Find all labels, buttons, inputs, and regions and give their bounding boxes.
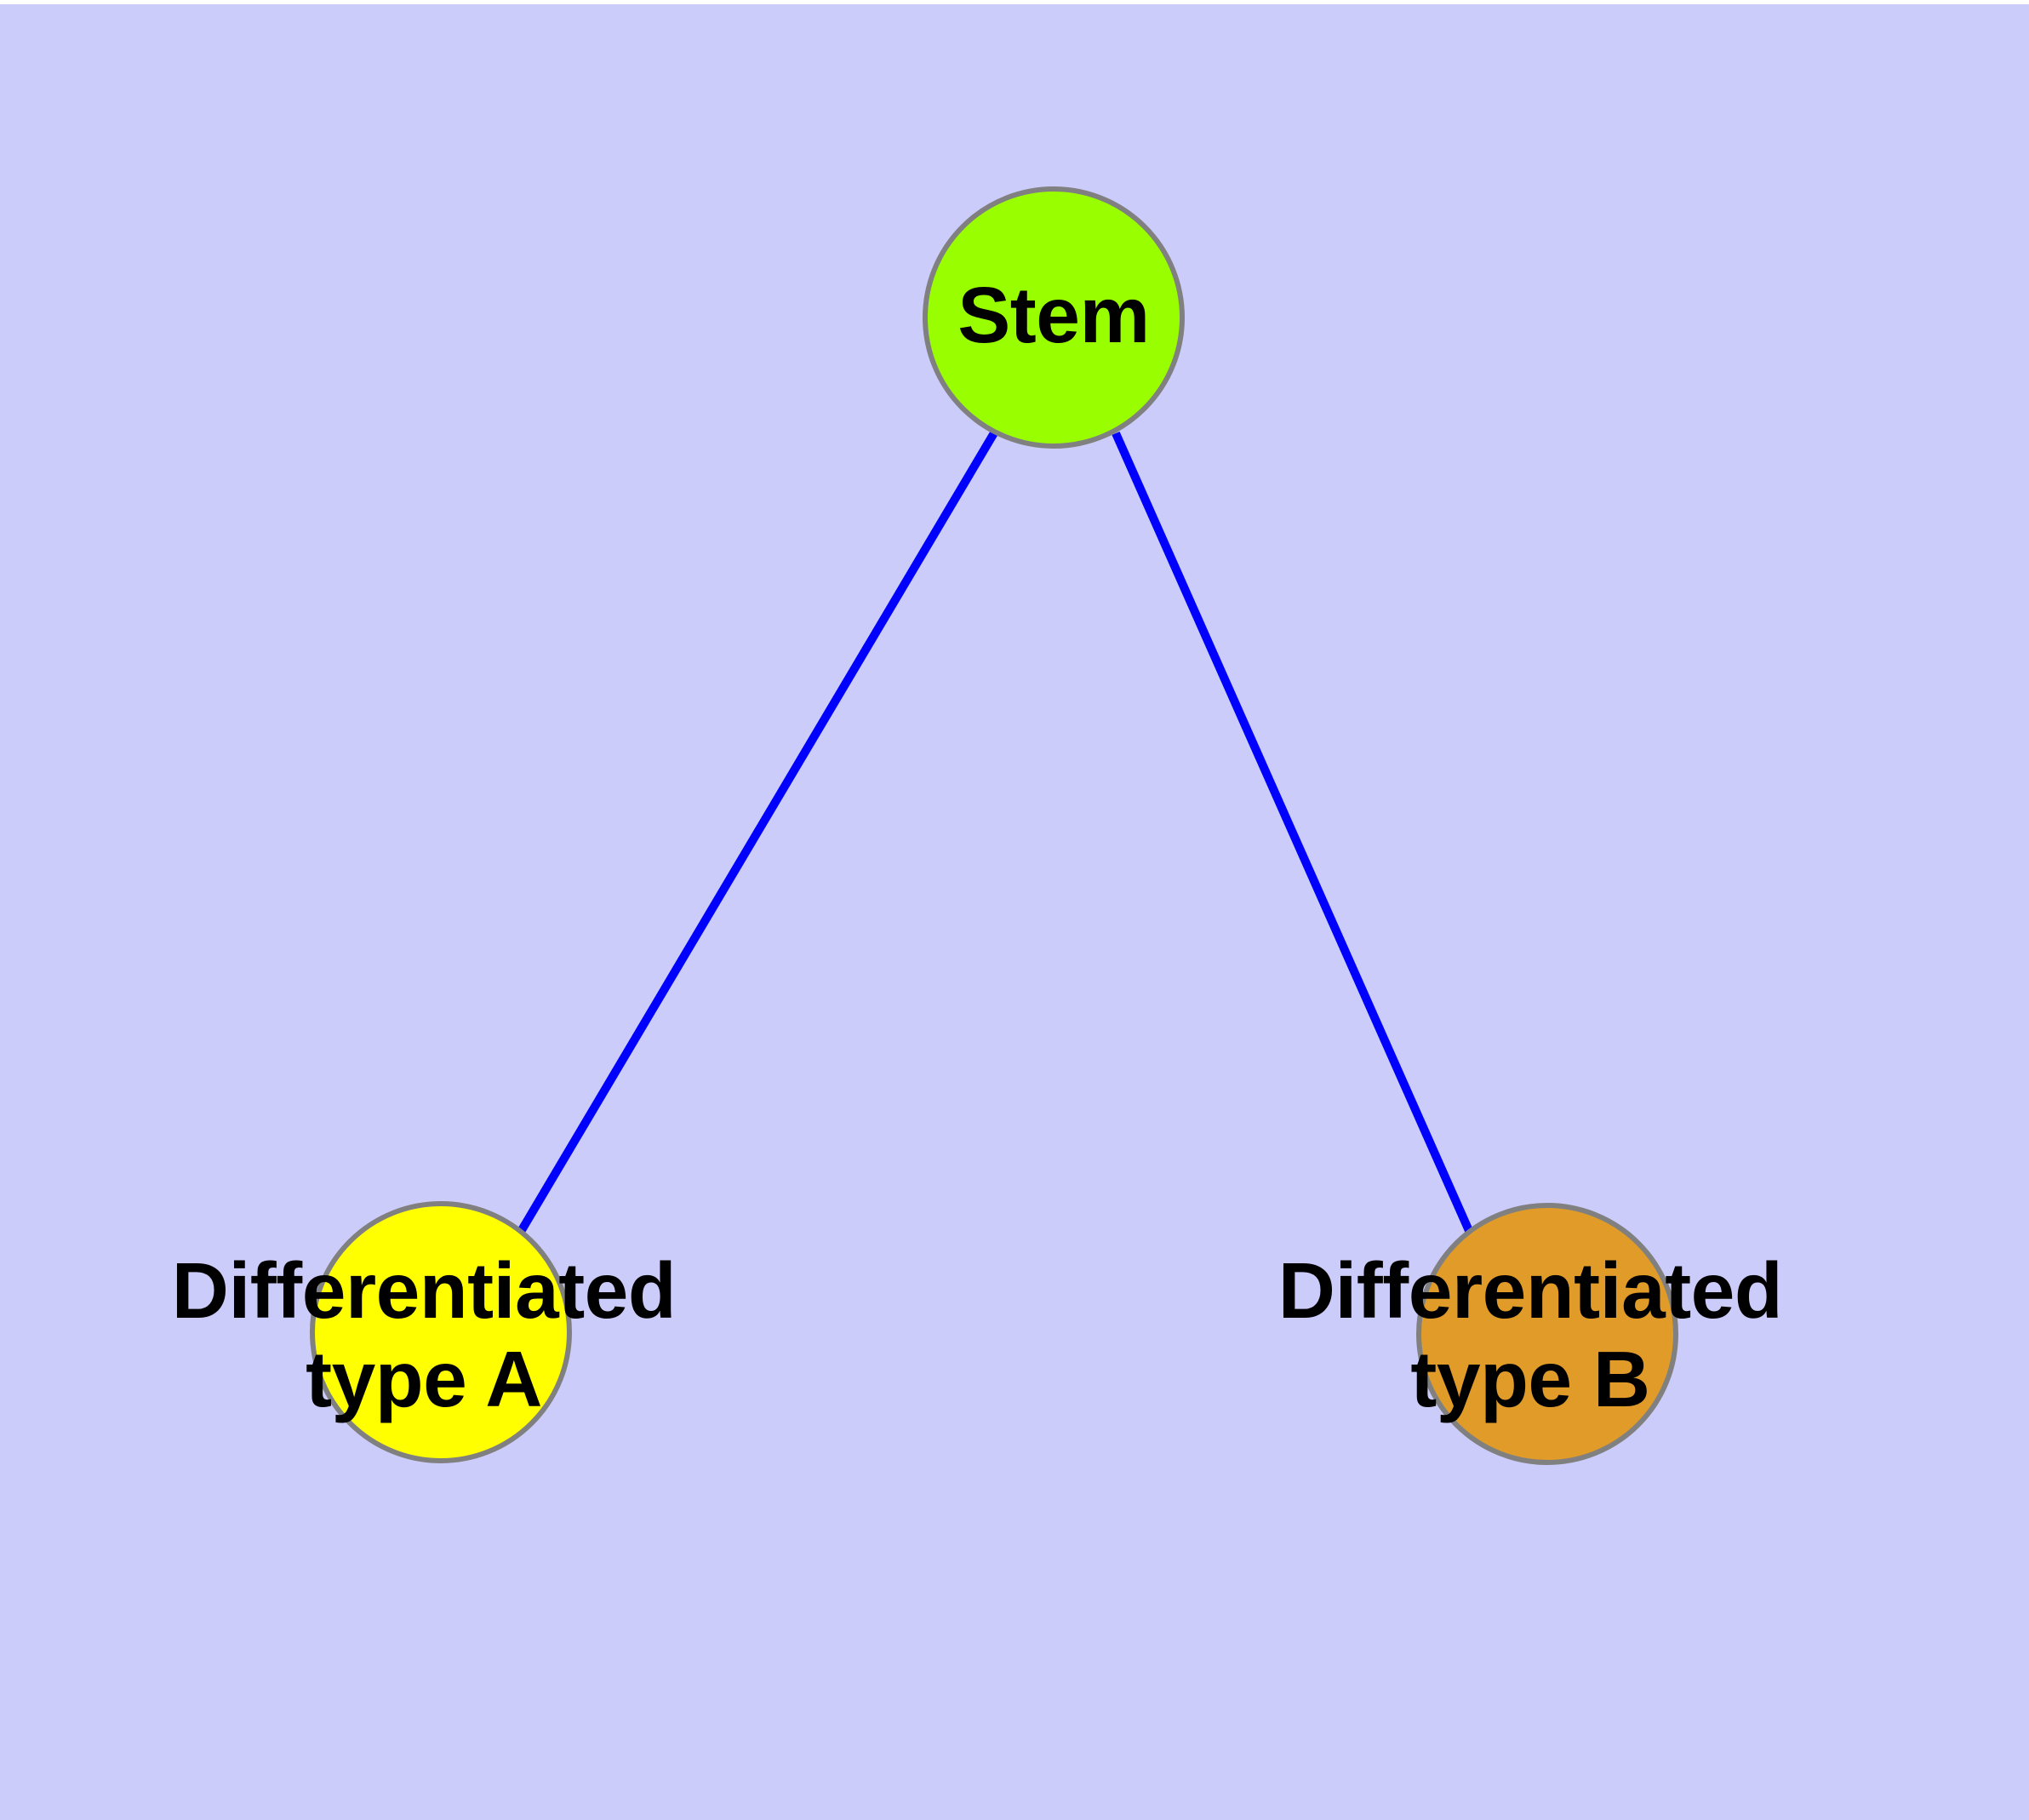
node-circle-differentiated-type-a[interactable] xyxy=(310,1201,572,1463)
node-circle-stem[interactable] xyxy=(923,186,1185,449)
edge-stem-to-differentiated-type-a[interactable] xyxy=(517,429,999,1233)
node-circle-differentiated-type-b[interactable] xyxy=(1416,1203,1678,1465)
edge-stem-to-differentiated-type-b[interactable] xyxy=(1112,431,1474,1235)
canvas-top-margin-strip xyxy=(0,0,2029,4)
